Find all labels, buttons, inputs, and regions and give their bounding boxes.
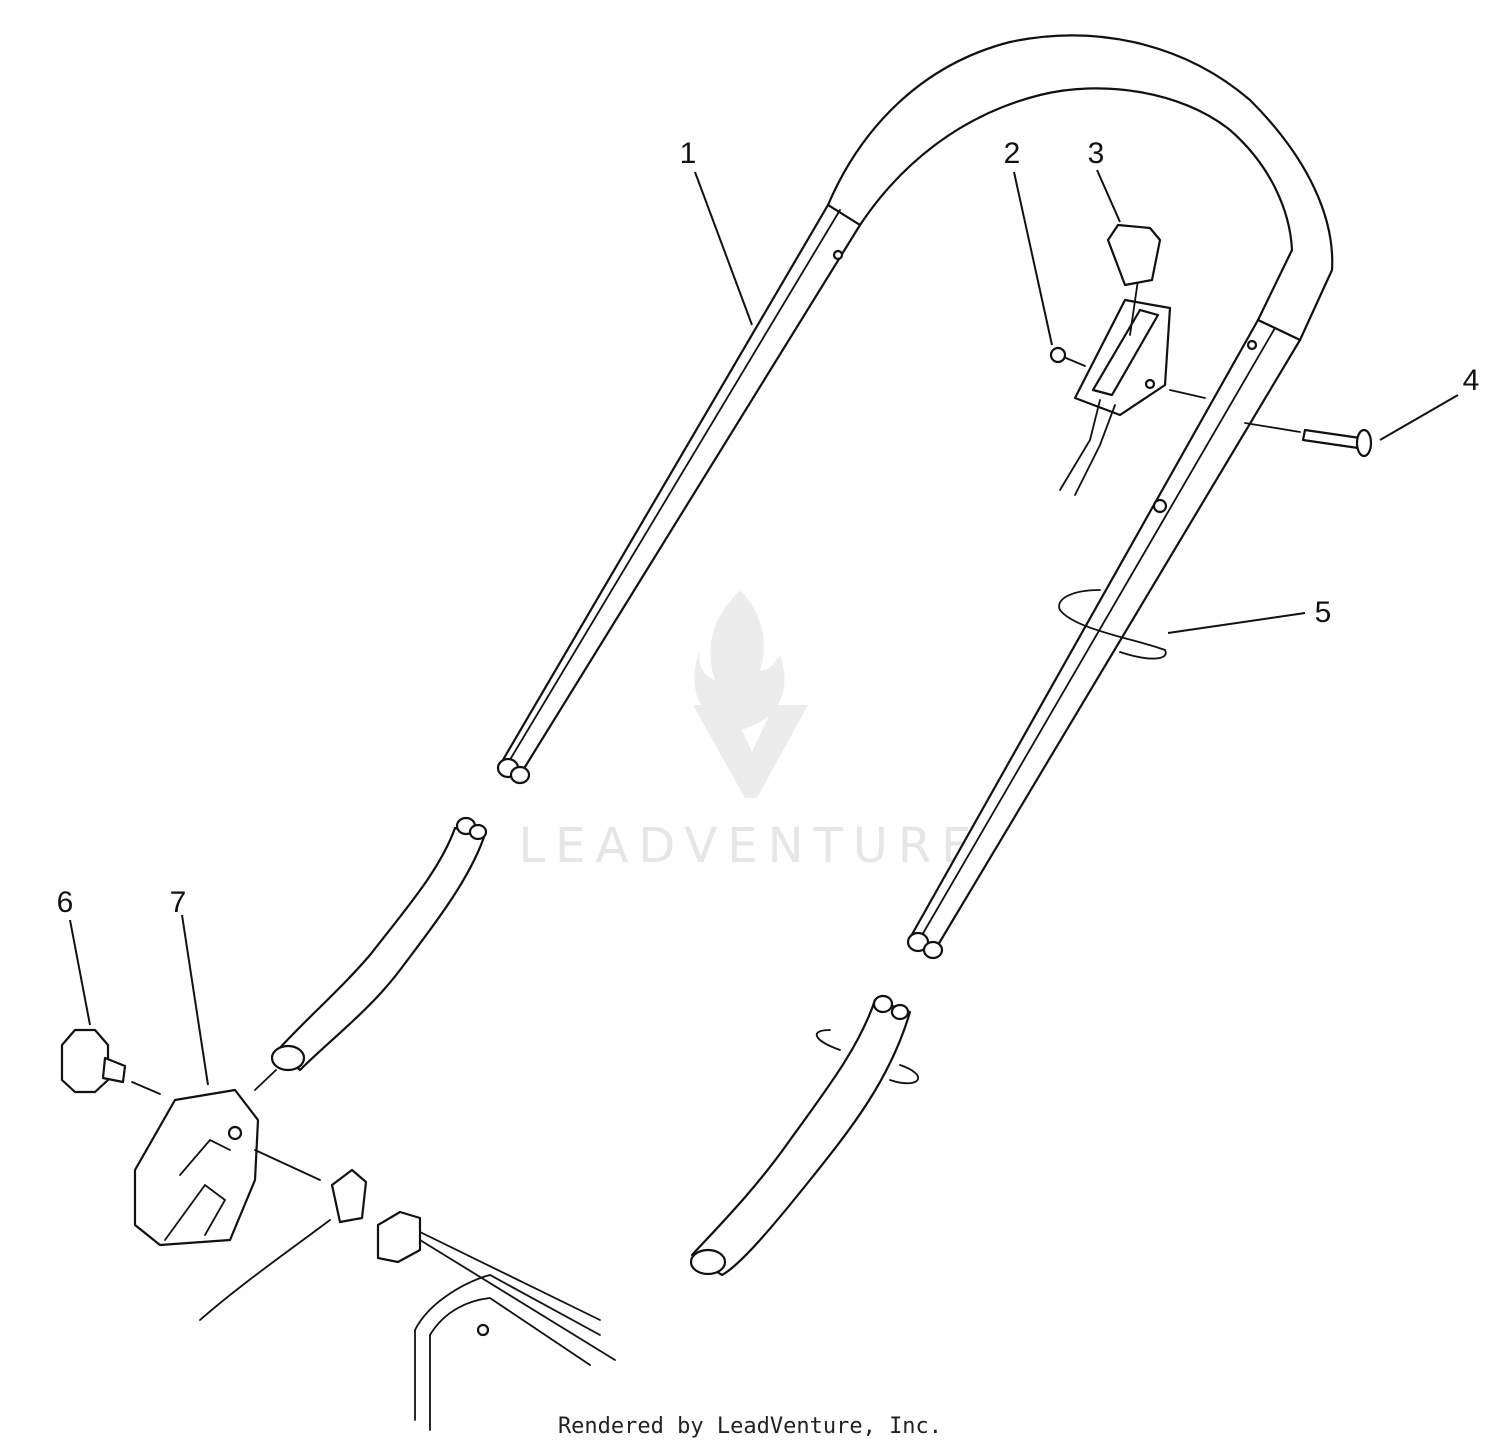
deck-outline xyxy=(199,1219,331,1321)
lower-left-tube xyxy=(276,826,487,1072)
handle-hole xyxy=(1152,498,1168,514)
left-tube-end-inner xyxy=(509,765,531,785)
lower-right-tube-open-end xyxy=(689,1248,727,1276)
knob-body xyxy=(60,1028,110,1094)
callout-3: 3 xyxy=(1088,137,1105,170)
leader-line-1 xyxy=(694,171,753,326)
lower-right-tube xyxy=(690,998,912,1277)
deck-frame xyxy=(429,1297,591,1366)
leader-line-3 xyxy=(1096,169,1121,223)
mounting-plate xyxy=(330,1168,368,1224)
control-cable xyxy=(1059,399,1101,491)
lever-shaft xyxy=(1129,279,1139,336)
deck-hardware xyxy=(199,1168,616,1431)
control-cable-lower xyxy=(419,1231,601,1321)
cable-clip-lower xyxy=(816,1029,919,1085)
lower-right-tube-end xyxy=(872,994,894,1014)
assembly-line xyxy=(254,1149,321,1181)
assembly-line xyxy=(1169,389,1206,399)
leader-lines xyxy=(69,169,1459,1086)
lower-left-tube-end xyxy=(468,823,488,841)
upper-handle-part xyxy=(496,34,1334,960)
leader-line-7 xyxy=(181,914,209,1086)
control-cable xyxy=(1074,404,1116,496)
callout-5: 5 xyxy=(1315,596,1332,629)
bolt-head xyxy=(1355,428,1373,458)
watermark: LEADVENTURE xyxy=(518,590,981,874)
render-credit: Rendered by LeadVenture, Inc. xyxy=(557,1414,943,1439)
right-tube-end-inner xyxy=(922,940,944,960)
bolt-part xyxy=(1244,422,1373,458)
callout-2: 2 xyxy=(1004,137,1021,170)
assembly-line xyxy=(131,1081,161,1095)
lever-knob xyxy=(1106,223,1162,287)
assembly-line xyxy=(254,1069,277,1091)
lower-left-tube-open-end xyxy=(270,1044,306,1072)
bracket-part xyxy=(133,1069,321,1247)
callout-7: 7 xyxy=(170,886,187,919)
callout-4: 4 xyxy=(1463,364,1480,397)
watermark-text: LEADVENTURE xyxy=(518,818,981,874)
cable-clip-part xyxy=(816,589,1167,1085)
deck-frame xyxy=(414,1329,431,1431)
control-cable-lower xyxy=(419,1239,616,1361)
leader-line-2 xyxy=(1013,171,1053,346)
handle-grip-loop xyxy=(826,34,1334,342)
control-lever-assembly xyxy=(1049,223,1206,496)
lower-left-handle-part xyxy=(270,816,488,1072)
handle-left-tube xyxy=(498,203,862,777)
bracket-hole xyxy=(1144,378,1156,390)
cable-clamp xyxy=(376,1210,422,1264)
lever-slot xyxy=(1091,308,1160,397)
hex-nut-icon xyxy=(1049,346,1067,364)
bracket-hole xyxy=(227,1125,243,1141)
handle-hole xyxy=(832,249,844,261)
leader-line-5 xyxy=(1167,612,1306,634)
bracket-rib xyxy=(164,1183,227,1241)
right-tube-end xyxy=(906,931,930,953)
handle-hole xyxy=(1246,339,1258,351)
deck-bolt xyxy=(476,1323,490,1337)
knob-stud xyxy=(101,1056,127,1084)
tube-right-seam xyxy=(917,327,1276,943)
assembly-line xyxy=(1065,357,1086,367)
leader-line-4 xyxy=(1379,394,1459,441)
callout-labels: 1 2 3 4 5 6 7 xyxy=(57,137,1480,919)
bracket-rib xyxy=(179,1138,231,1176)
cable-clip-upper xyxy=(1058,589,1167,660)
lower-right-tube-end xyxy=(890,1003,910,1021)
watermark-v-logo-icon xyxy=(693,705,808,798)
tube-left-seam xyxy=(504,209,841,769)
bolt-shaft xyxy=(1301,428,1362,450)
lower-right-handle-part xyxy=(689,994,912,1277)
assembly-line xyxy=(1244,422,1301,433)
callout-1: 1 xyxy=(680,137,697,170)
bracket-body xyxy=(133,1088,260,1247)
leader-line-6 xyxy=(69,919,91,1026)
watermark-flame-icon xyxy=(694,590,785,730)
callout-6: 6 xyxy=(57,886,74,919)
deck-frame xyxy=(414,1274,601,1336)
knob-part xyxy=(60,1028,161,1095)
